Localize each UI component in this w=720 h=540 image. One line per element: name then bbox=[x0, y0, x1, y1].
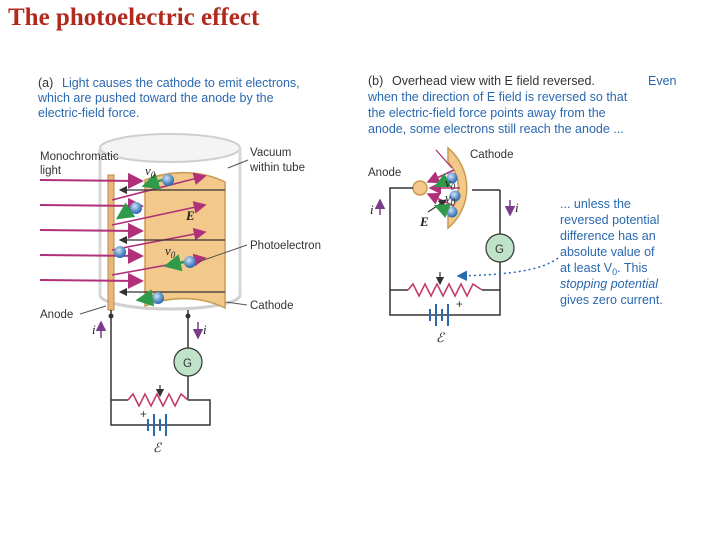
side-caption-6: stopping potential bbox=[560, 277, 659, 291]
circuit-b bbox=[389, 187, 501, 316]
panel-b-caption-line-4: anode, some electrons still reach the an… bbox=[368, 122, 624, 136]
emf-label-b: ℰ bbox=[436, 330, 445, 345]
panel-a-caption-line-3: electric-field force. bbox=[38, 106, 139, 120]
anode-b bbox=[412, 180, 428, 196]
electron-b-3 bbox=[446, 206, 458, 218]
panel-b-caption-line-2: when the direction of E field is reverse… bbox=[367, 90, 628, 104]
panel-a-tag: (a) bbox=[38, 76, 53, 90]
battery-a bbox=[147, 414, 167, 436]
panel-b-caption-line-3: the electric-field force points away fro… bbox=[368, 106, 606, 120]
resistor-b bbox=[407, 282, 483, 298]
galvanometer-a bbox=[173, 347, 203, 377]
anode-label-b: Anode bbox=[368, 167, 401, 179]
anode-rod bbox=[107, 174, 115, 311]
current-label-a-right: i bbox=[203, 322, 207, 337]
emf-label-a: ℰ bbox=[153, 440, 162, 455]
v0-top-label: v0 bbox=[145, 163, 156, 180]
current-label-b-left: i bbox=[370, 202, 374, 217]
v0-mid-label: v0 bbox=[165, 243, 176, 260]
galvanometer-a-label: G bbox=[183, 358, 192, 370]
electrons-b bbox=[433, 172, 461, 219]
panel-b-caption-line-1: Overhead view with E field reversed. bbox=[392, 74, 595, 88]
resistor-a bbox=[127, 392, 189, 408]
battery-b-plus: + bbox=[456, 299, 463, 311]
panel-a: (a) Light causes the cathode to emit ele… bbox=[37, 76, 321, 455]
galvanometer-b bbox=[485, 233, 515, 263]
field-label-b: E bbox=[419, 214, 429, 229]
electron-3 bbox=[114, 246, 126, 258]
electron-b-2 bbox=[449, 190, 461, 202]
battery-b bbox=[429, 304, 449, 326]
light-label-1: Monochromatic bbox=[40, 151, 119, 163]
panel-b-caption-line-1b: Even bbox=[648, 74, 677, 88]
electron-1 bbox=[162, 174, 174, 186]
side-caption-5: at least V0. This bbox=[560, 261, 647, 277]
current-label-b-right: i bbox=[515, 200, 519, 215]
anode-label-a: Anode bbox=[40, 309, 73, 321]
cathode-label-b: Cathode bbox=[470, 149, 513, 161]
galvanometer-b-label: G bbox=[495, 244, 504, 256]
light-rays bbox=[39, 172, 144, 289]
vacuum-tube bbox=[98, 133, 242, 311]
side-caption-1: ... unless the bbox=[560, 197, 631, 211]
battery-a-plus: + bbox=[140, 409, 147, 421]
stopping-potential-pointer bbox=[456, 257, 559, 282]
panel-b-tag: (b) bbox=[368, 74, 383, 88]
vacuum-label-1: Vacuum bbox=[250, 147, 291, 159]
panel-a-caption-line-1: Light causes the cathode to emit electro… bbox=[62, 76, 300, 90]
side-caption-2: reversed potential bbox=[560, 213, 659, 227]
side-caption-3: difference has an bbox=[560, 229, 656, 243]
panel-a-caption-line-2: which are pushed toward the anode by the bbox=[37, 91, 274, 105]
light-label-2: light bbox=[40, 165, 62, 177]
electron-5 bbox=[152, 292, 164, 304]
side-caption-7: gives zero current. bbox=[560, 293, 663, 307]
electron-2 bbox=[130, 202, 142, 214]
photoelectron-label: Photoelectron bbox=[250, 240, 321, 252]
field-label-a: E bbox=[185, 208, 195, 223]
cathode-label-a: Cathode bbox=[250, 300, 293, 312]
electrons bbox=[114, 172, 196, 307]
side-caption-4: absolute value of bbox=[560, 245, 655, 259]
current-label-a-left: i bbox=[92, 322, 96, 337]
v0-label-b1: v0 bbox=[445, 175, 456, 192]
panel-b: (b) Overhead view with E field reversed.… bbox=[367, 74, 677, 345]
page-title: The photoelectric effect bbox=[8, 4, 260, 31]
v0-label-b2: v0 bbox=[445, 190, 456, 207]
electron-4 bbox=[184, 256, 196, 268]
vacuum-label-2: within tube bbox=[249, 162, 305, 174]
